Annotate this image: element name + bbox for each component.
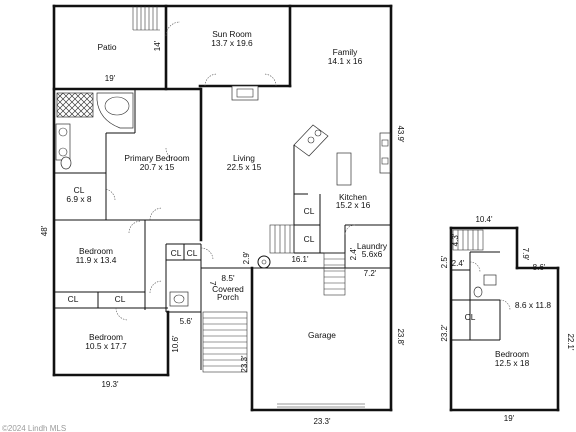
dim-upper-width: 19': [504, 414, 515, 423]
dim-bed-width: 19.3': [101, 380, 119, 389]
kitchen-label: Kitchen: [339, 192, 367, 202]
dim-upper-top: 10.4': [475, 215, 493, 224]
closet-kitchen-1-label: CL: [304, 206, 315, 216]
closet-kitchen-2-label: CL: [304, 234, 315, 244]
family-label: Family: [333, 47, 358, 57]
dim-upper-left-2: 2.4': [452, 259, 465, 268]
laundry-size: 5.6x6: [362, 249, 383, 259]
dim-patio-width: 19': [105, 74, 116, 83]
dim-upper-left-depth: 23.2': [440, 324, 449, 342]
kitchen-size: 15.2 x 16: [336, 200, 371, 210]
living-label: Living: [233, 153, 255, 163]
dim-upper-mid: 7.9': [521, 248, 530, 261]
living-size: 22.5 x 15: [227, 162, 262, 172]
laundry-label: Laundry: [357, 241, 388, 251]
covered-porch-label-2: Porch: [217, 292, 239, 302]
dim-main-depth: 48': [40, 225, 49, 236]
bedroom-2-label: Bedroom: [79, 246, 113, 256]
dim-bed-depth: 10.6': [171, 335, 180, 353]
dim-garage-depth: 23.8': [396, 328, 405, 346]
porch-steps: [202, 311, 248, 373]
watermark: ©2024 Lindh MLS: [2, 424, 66, 432]
upper-bedroom-size: 12.5 x 18: [495, 358, 530, 368]
upper-closet-label: CL: [465, 312, 476, 322]
dimension-labels: 14' 19' 43.9' 48' 2.9' 2.4' 16.1' 7.2' 7…: [40, 40, 575, 426]
main-floor-fixtures: [55, 6, 391, 373]
upper-bedroom-label: Bedroom: [495, 349, 529, 359]
dim-porch-width: 5.6': [180, 317, 193, 326]
closet-bed-1-label: CL: [68, 294, 79, 304]
covered-porch-label-1: Covered: [212, 284, 244, 294]
sun-room-label: Sun Room: [212, 29, 252, 39]
dim-patio-depth: 14': [153, 40, 162, 51]
dim-upper-stair: 4.3': [451, 233, 460, 246]
dim-laundry-width: 7.2': [364, 269, 377, 278]
primary-closet-size: 6.9 x 8: [66, 194, 91, 204]
family-size: 14.1 x 16: [328, 56, 363, 66]
dim-family-depth: 43.9': [396, 125, 405, 143]
shower-tile: [56, 92, 94, 118]
dim-garage-width: 23.3': [313, 417, 331, 426]
covered-porch-size: 8.5': [221, 273, 235, 283]
dim-garage-side: 23.3': [240, 355, 249, 373]
dim-porch-depth: 7': [208, 281, 217, 287]
upper-room-size: 8.6 x 11.8: [515, 300, 552, 310]
interior-steps: [269, 224, 295, 254]
garage-label: Garage: [308, 330, 336, 340]
bedroom-3-size: 10.5 x 17.7: [85, 341, 127, 351]
dim-hall-depth: 2.9': [242, 251, 251, 264]
room-labels: Patio Sun Room 13.7 x 19.6 Family 14.1 x…: [66, 29, 551, 368]
upper-floor-walls: [449, 226, 560, 412]
bedroom-2-size: 11.9 x 13.4: [76, 255, 117, 265]
patio-label: Patio: [97, 42, 116, 52]
bedroom-3-label: Bedroom: [89, 332, 123, 342]
dim-hall-16: 16.1': [291, 255, 309, 264]
primary-closet-label: CL: [74, 185, 85, 195]
dim-upper-depth: 22.1': [566, 333, 575, 351]
dim-upper-left-1: 2.5': [440, 255, 449, 268]
closet-hall-2-label: CL: [187, 248, 198, 258]
sun-room-size: 13.7 x 19.6: [211, 38, 253, 48]
closet-bed-2-label: CL: [115, 294, 126, 304]
primary-bedroom-size: 20.7 x 15: [140, 162, 175, 172]
dim-kitchen-gap: 2.4': [349, 247, 358, 260]
main-floor-walls: [52, 4, 393, 412]
garage-steps: [323, 252, 346, 296]
patio-steps: [132, 6, 160, 31]
closet-hall-1-label: CL: [171, 248, 182, 258]
dim-upper-right: 8.6': [533, 263, 546, 272]
primary-bedroom-label: Primary Bedroom: [124, 153, 189, 163]
